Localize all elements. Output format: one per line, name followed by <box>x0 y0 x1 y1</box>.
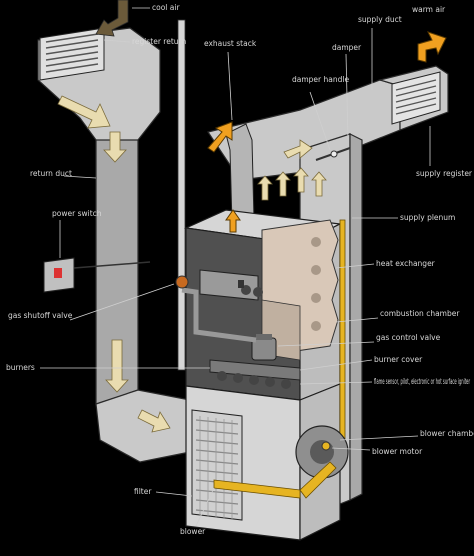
label-flame-sensor: flame sensor, pilot, electronic or hot s… <box>374 377 470 386</box>
label-heat-exchanger: heat exchanger <box>376 259 436 268</box>
return-arrow-icon <box>57 95 111 129</box>
power-switch <box>43 257 151 293</box>
label-filter: filter <box>134 487 152 496</box>
label-gas-control-valve: gas control valve <box>376 333 441 342</box>
burner-assembly <box>209 359 301 389</box>
label-blower: blower <box>180 527 206 536</box>
supply-register-grille <box>391 71 441 125</box>
label-blower-chamber: blower chamber <box>420 429 474 438</box>
damper-handle <box>315 147 351 161</box>
label-damper: damper <box>332 43 362 52</box>
callout-labels: cool air register return exhaust stack s… <box>6 3 474 536</box>
filter <box>191 409 243 521</box>
warm-air-arrow-icon <box>417 31 447 63</box>
return-register-grille <box>39 27 105 81</box>
label-return-duct: return duct <box>30 169 72 178</box>
return-arrow-icon <box>137 409 171 433</box>
label-combustion-chamber: combustion chamber <box>380 309 460 318</box>
label-cool-air: cool air <box>152 3 180 12</box>
rising-air-arrows <box>225 139 327 233</box>
label-burners: burners <box>6 363 35 372</box>
return-arrow-icon <box>105 339 129 393</box>
return-duct <box>37 27 191 463</box>
gas-shutoff-valve <box>175 275 189 289</box>
label-blower-motor: blower motor <box>372 447 423 456</box>
exhaust-stack <box>207 121 255 225</box>
label-supply-plenum: supply plenum <box>400 213 455 222</box>
label-warm-air: warm air <box>412 5 446 14</box>
gas-control-valve <box>251 334 277 361</box>
supply-duct <box>207 65 449 181</box>
label-exhaust-stack: exhaust stack <box>204 39 257 48</box>
cool-air-arrow-icon <box>95 0 129 37</box>
label-supply-register: supply register <box>416 169 473 178</box>
label-damper-handle: damper handle <box>292 75 349 84</box>
return-arrow-icon <box>103 131 127 163</box>
label-power-switch: power switch <box>52 209 102 218</box>
label-gas-shutoff-valve: gas shutoff valve <box>8 311 73 320</box>
gas-supply-pipe <box>177 19 186 371</box>
blower-motor <box>321 441 331 451</box>
label-supply-duct: supply duct <box>358 15 402 24</box>
control-panel <box>199 269 263 301</box>
label-burner-cover: burner cover <box>374 355 423 364</box>
label-register-return: register return <box>132 37 186 46</box>
